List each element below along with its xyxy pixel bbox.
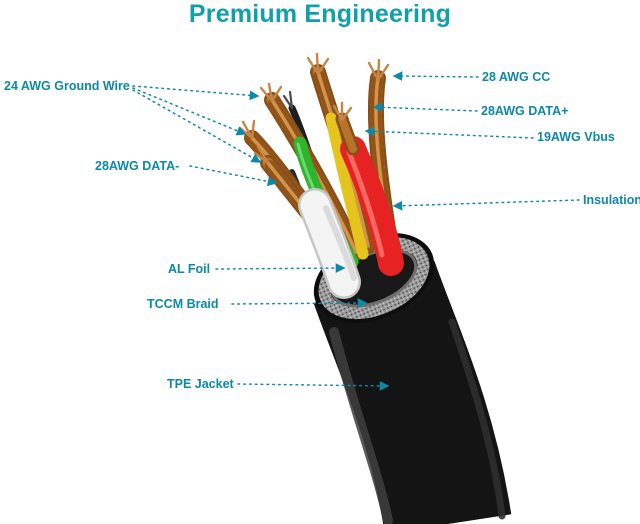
label-vbus: 19AWG Vbus — [537, 130, 615, 144]
white-wire — [300, 190, 359, 297]
copper-strand — [338, 115, 357, 153]
leader-ground-wire-1 — [132, 85, 260, 101]
red-wire-highlight — [346, 149, 385, 258]
leader-tccm-braid — [231, 298, 368, 308]
copper-fray — [332, 101, 353, 122]
label-tccm-braid: TCCM Braid — [147, 297, 219, 311]
leader-data-plus — [372, 102, 478, 113]
label-data-plus: 28AWG DATA+ — [481, 104, 569, 118]
white-wire-shade — [323, 205, 357, 281]
leader-lines — [132, 71, 580, 391]
label-data-minus: 28AWG DATA- — [95, 159, 180, 173]
label-cc: 28 AWG CC — [482, 70, 551, 84]
leader-vbus — [364, 126, 534, 139]
leader-cc — [392, 71, 479, 81]
yellow-wire — [325, 112, 369, 260]
leader-tpe-jacket — [237, 381, 390, 391]
leader-ground-wire-3 — [132, 89, 262, 163]
copper-fray — [367, 58, 390, 82]
black-wire-fray — [282, 90, 294, 110]
leader-ground-wire-2 — [132, 87, 247, 136]
jacket-body — [313, 260, 512, 524]
label-insulation: Insulation — [583, 193, 640, 207]
leader-insulation — [392, 199, 580, 211]
leader-al-foil — [215, 263, 346, 273]
jacket-highlight — [329, 327, 393, 524]
page-title: Premium Engineering — [188, 0, 452, 28]
vbus-wire-red — [340, 136, 404, 276]
label-al-foil: AL Foil — [168, 262, 211, 276]
copper-fray — [306, 52, 330, 76]
label-tpe-jacket: TPE Jacket — [167, 377, 234, 391]
copper-fray — [259, 82, 283, 103]
jacket-sheen — [448, 318, 506, 520]
label-ground-wire: 24 AWG Ground Wire — [4, 79, 130, 93]
